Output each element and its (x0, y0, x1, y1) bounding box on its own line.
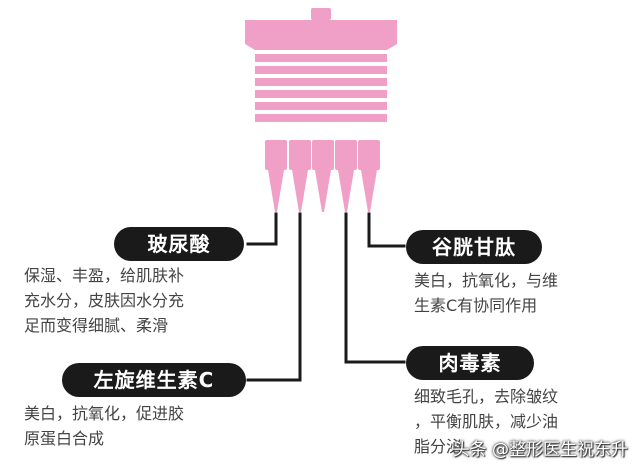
desc-line: 生素C有协同作用 (414, 296, 538, 315)
device-lid (245, 20, 397, 38)
tube-1 (265, 140, 287, 212)
label-vitamin-c: 左旋维生素C (62, 363, 246, 397)
label-hyaluronic-acid: 玻尿酸 (114, 227, 244, 261)
desc-vitamin-c: 美白，抗氧化，促进胶 原蛋白合成 (24, 401, 184, 451)
device-stripes (255, 50, 387, 114)
label-botox: 肉毒素 (406, 346, 534, 380)
desc-line: 脂分泌 (414, 437, 463, 456)
desc-glutathione: 美白，抗氧化，与维 生素C有协同作用 (414, 268, 558, 318)
tube-5 (358, 140, 380, 212)
desc-line: 充水分，皮肤因水分充 (24, 291, 185, 310)
device-body (245, 8, 397, 122)
label-glutathione: 谷胱甘肽 (406, 230, 542, 264)
tube-2 (289, 140, 311, 212)
device-flange-right (387, 38, 397, 50)
connector-vitc (246, 212, 302, 382)
connectors (246, 212, 406, 382)
desc-hyaluronic-acid: 保湿、丰盈，给肌肤补 充水分，皮肤因水分充 足而变得细腻、柔滑 (24, 263, 184, 338)
connector-hyaluronic (246, 212, 278, 246)
desc-line: 美白，抗氧化，促进胶 (24, 404, 185, 423)
desc-line: 美白，抗氧化，与维 (414, 271, 559, 290)
connector-botox (344, 212, 406, 364)
desc-line: 足而变得细腻、柔滑 (24, 316, 169, 335)
device-flange-left (245, 38, 255, 50)
watermark: 头条 @整形医生祝东升 (452, 440, 628, 460)
device-knob (311, 8, 331, 20)
device-tubes (265, 140, 380, 212)
desc-line: 保湿、丰盈，给肌肤补 (24, 266, 185, 285)
desc-line: 细致毛孔，去除皱纹 (414, 387, 559, 406)
tube-4 (335, 140, 357, 212)
desc-botox: 细致毛孔，去除皱纹 ，平衡肌肤，减少油 脂分泌 (414, 384, 558, 459)
connector-glutathione (367, 212, 406, 248)
desc-line: ，平衡肌肤，减少油 (414, 412, 559, 431)
desc-line: 原蛋白合成 (24, 429, 105, 448)
tube-3 (312, 140, 334, 212)
